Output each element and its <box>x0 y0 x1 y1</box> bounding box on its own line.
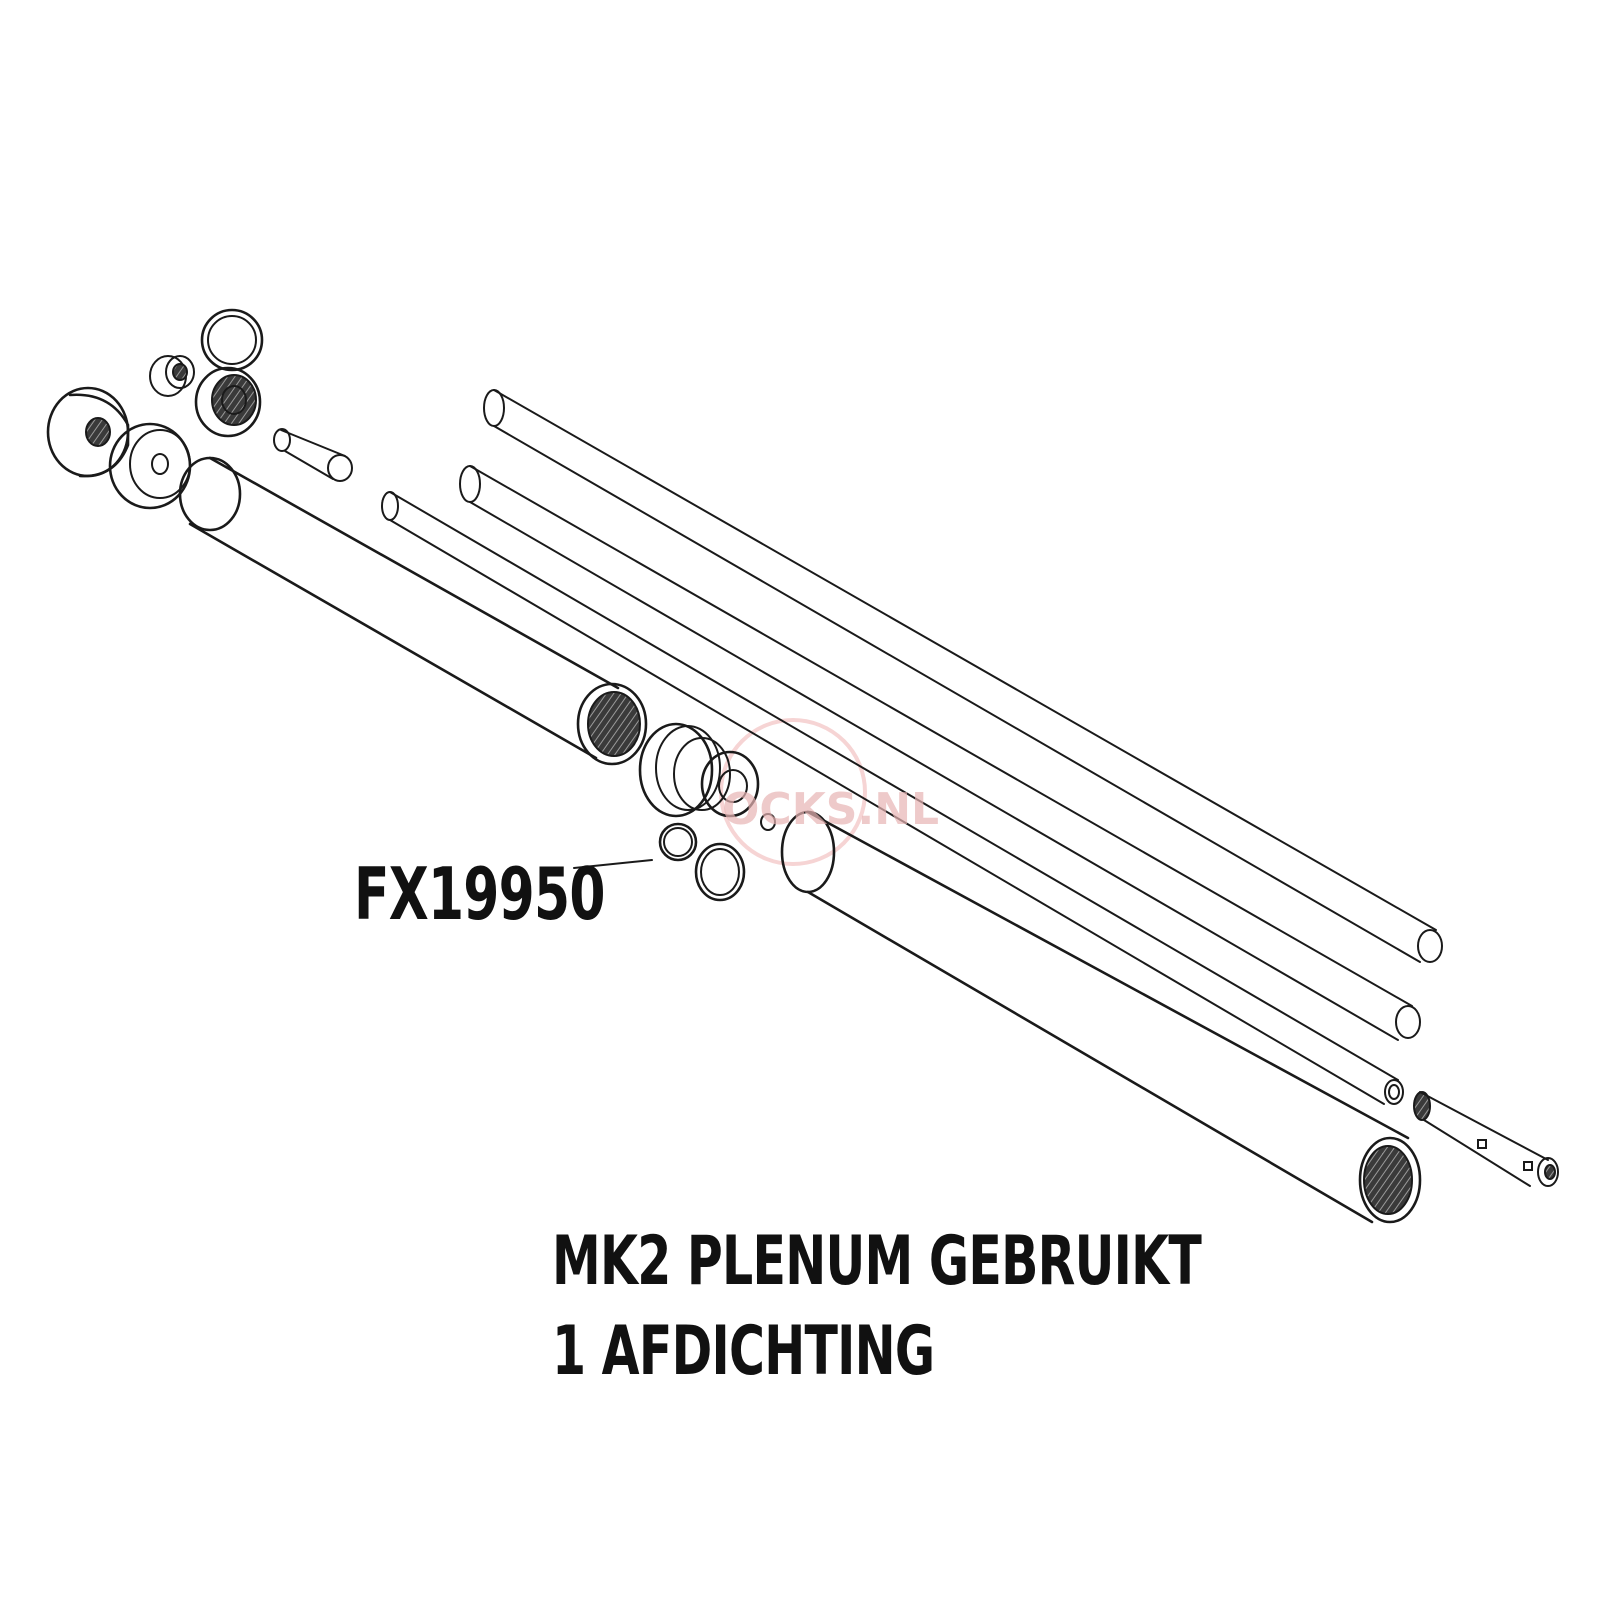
part-number-leader-line <box>573 859 653 869</box>
small-washer-part <box>760 813 776 831</box>
plenum-tube-part <box>178 456 648 766</box>
valve-body-part <box>149 355 195 397</box>
long-rod-middle-part <box>459 465 1421 1041</box>
end-fitting-part <box>1413 1091 1559 1187</box>
long-rod-top-part <box>483 389 1443 963</box>
caption-subtitle: 1 AFDICHTING <box>552 1312 935 1391</box>
long-rod-bottom-part <box>381 491 1404 1105</box>
seal-housing-part <box>638 722 760 818</box>
piston-part <box>108 422 192 510</box>
top-o-ring-part <box>200 308 264 372</box>
seal-rings-part <box>658 822 746 902</box>
part-number-label: FX19950 <box>354 852 605 936</box>
short-sleeve-part <box>273 428 353 482</box>
caption-title: MK2 PLENUM GEBRUIKT <box>552 1222 1202 1301</box>
valve-seat-part <box>194 366 262 438</box>
end-cap-part <box>46 386 130 478</box>
watermark-text: OCKS.NL <box>722 784 940 835</box>
lower-tube-part <box>780 810 1422 1224</box>
